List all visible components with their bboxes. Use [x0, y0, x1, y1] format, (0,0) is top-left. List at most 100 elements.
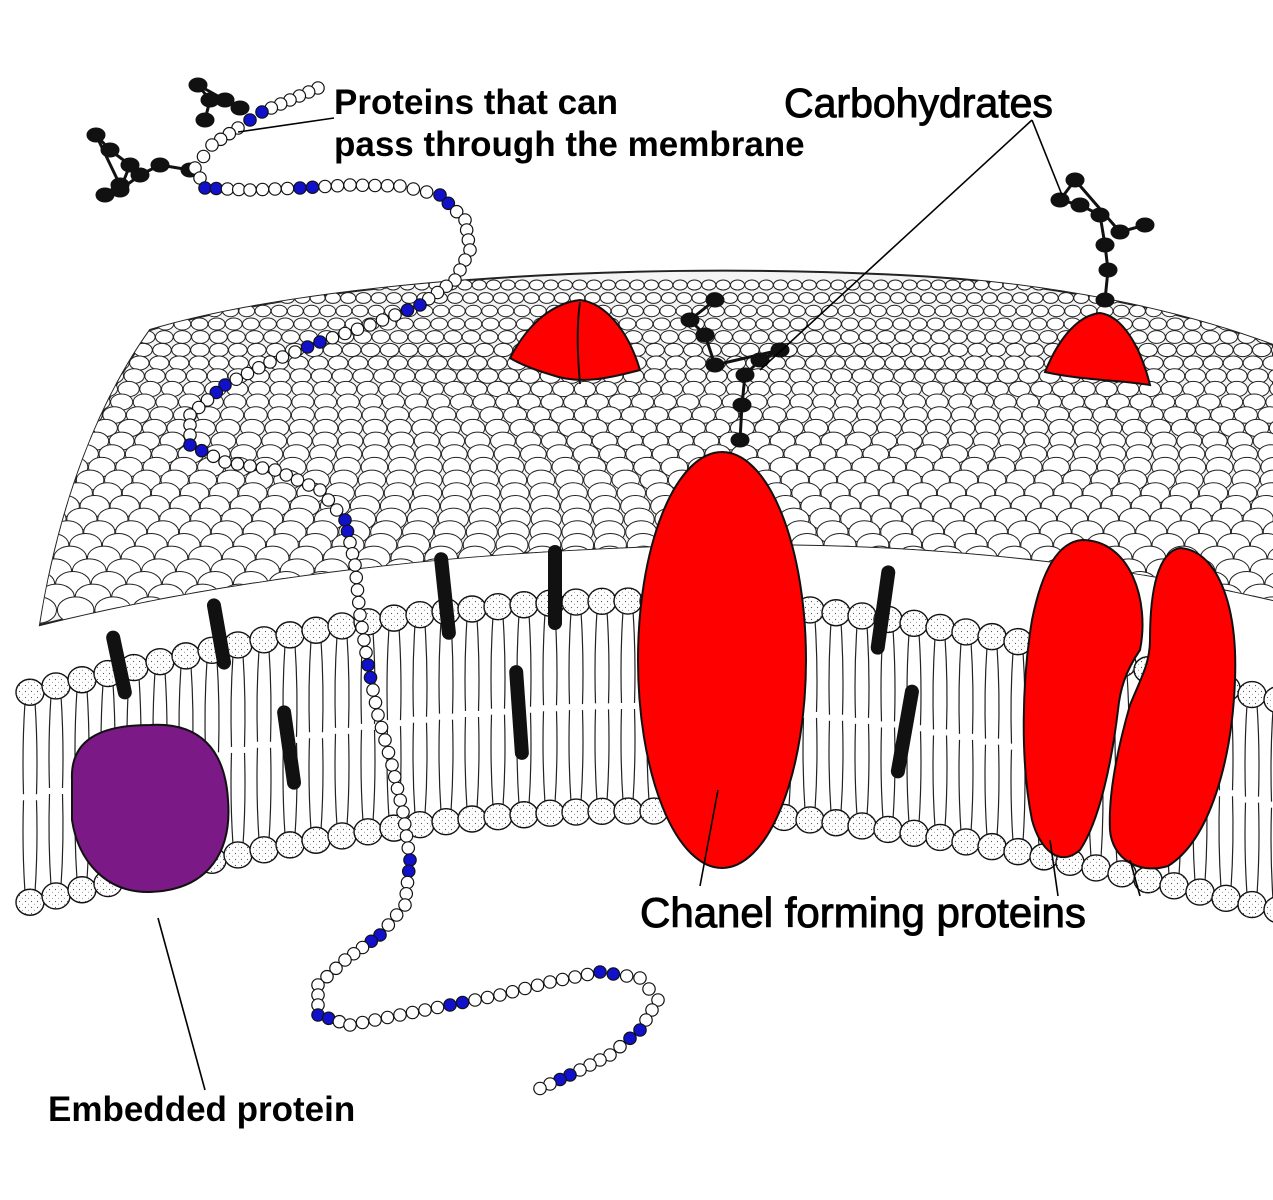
embedded-protein-blob [70, 723, 232, 894]
lipid-head-texture [614, 588, 642, 615]
lipid-tail [412, 624, 416, 717]
lipid-head-top [52, 380, 75, 398]
lipid-tail [346, 635, 350, 728]
lipid-head-top [891, 342, 912, 358]
amino-acid [405, 1005, 420, 1020]
amino-acid-polar [340, 524, 355, 539]
amino-acid [418, 1003, 432, 1017]
lipid-head-texture [406, 811, 434, 838]
lipid-head-top [65, 292, 82, 304]
lipid-head-top [645, 292, 662, 304]
lipid-head-top [859, 292, 876, 304]
amino-acid [343, 178, 357, 192]
lipid-head-top [389, 330, 409, 344]
lipid-head-top [342, 279, 358, 291]
lipid-head-top [884, 355, 906, 371]
amino-acid-polar [401, 864, 416, 879]
lipid-tail [424, 722, 428, 815]
lipid-head-top [705, 418, 731, 438]
lipid-head-top [920, 292, 937, 304]
amino-acid [619, 969, 634, 983]
amino-acid-polar [218, 378, 232, 392]
lipid-tail [620, 708, 624, 802]
lipid-head-top [1269, 317, 1273, 331]
lipid-head-top [913, 583, 951, 611]
lipid-head-top [600, 279, 616, 291]
lipid-head-top [615, 279, 631, 291]
lipid-head-top [1269, 380, 1273, 398]
lipid-head-top [680, 418, 706, 438]
lipid-head-texture [458, 595, 486, 622]
lipid-head-texture [302, 617, 330, 644]
lipid-head-top [129, 355, 150, 371]
lipid-head-top [978, 317, 996, 331]
lipid-head-top [853, 342, 874, 358]
amino-acid [338, 953, 352, 967]
lipid-tail [502, 616, 506, 709]
lipid-head-top [801, 571, 838, 597]
amino-acid [390, 781, 405, 796]
lipid-head-top [738, 317, 757, 331]
lipid-head-top [379, 342, 400, 358]
lipid-head-top [322, 342, 343, 358]
lipid-head-top [904, 355, 926, 371]
lipid-tail [60, 695, 64, 788]
lipid-head-top [514, 279, 530, 291]
sugar-unit [230, 100, 250, 116]
lipid-tail [996, 646, 1000, 739]
lipid-head-top [233, 292, 250, 304]
lipid-head-top [732, 330, 751, 344]
lipid-head-top [299, 279, 315, 291]
lipid-head-top [523, 292, 540, 304]
lipid-head-top [173, 304, 191, 318]
lipid-head-top [964, 355, 985, 371]
lipid-tail [542, 711, 546, 804]
lipid-head-top [279, 292, 296, 304]
lipid-tail [398, 628, 402, 721]
lipid-tail [996, 744, 1000, 837]
lipid-head-top [543, 279, 559, 291]
lipid-head-top [224, 317, 243, 331]
lipid-head-top [1012, 317, 1031, 331]
lipid-head-top [518, 368, 541, 384]
lipid-tail [490, 616, 494, 709]
lipid-head-top [46, 330, 66, 344]
lipid-head-top [966, 292, 983, 304]
lipid-head-top [1157, 342, 1177, 358]
lipid-head-texture [926, 614, 954, 641]
lipid-head-top [498, 317, 517, 331]
lipid-head-top [92, 304, 110, 318]
amino-acid [651, 993, 665, 1007]
lipid-head-top [921, 532, 955, 558]
lipid-head-top [293, 583, 331, 611]
leader-line-embedded [157, 917, 206, 1091]
lipid-head-top [220, 583, 258, 611]
lipid-head-top [935, 292, 952, 304]
lipid-head-top [1217, 279, 1233, 291]
sugar-unit [1050, 192, 1070, 208]
lipid-head-top [331, 368, 353, 384]
lipid-head-top [70, 317, 89, 331]
lipid-head-top [999, 304, 1017, 318]
lipid-head-top [417, 342, 438, 358]
lipid-head-top [173, 317, 192, 331]
lipid-head-top [1064, 304, 1082, 318]
sugar-unit [1135, 217, 1155, 233]
lipid-head-top [481, 304, 499, 318]
lipid-head-top [55, 279, 71, 291]
lipid-head-top [1233, 342, 1253, 358]
amino-acid [263, 355, 277, 369]
lipid-head-top [912, 330, 932, 344]
lipid-head-top [591, 558, 627, 584]
lipid-tail [308, 640, 312, 733]
lipid-head-top [538, 292, 555, 304]
lipid-head-top [209, 342, 229, 358]
lipid-head-top [828, 545, 863, 571]
lipid-head-top [208, 355, 230, 371]
lipid-tail [360, 729, 364, 822]
amino-acid [353, 608, 367, 622]
cholesterol-molecules [106, 545, 919, 790]
lipid-head-top [87, 317, 106, 331]
lipid-head-top [1074, 279, 1090, 291]
amino-acid [268, 463, 282, 477]
